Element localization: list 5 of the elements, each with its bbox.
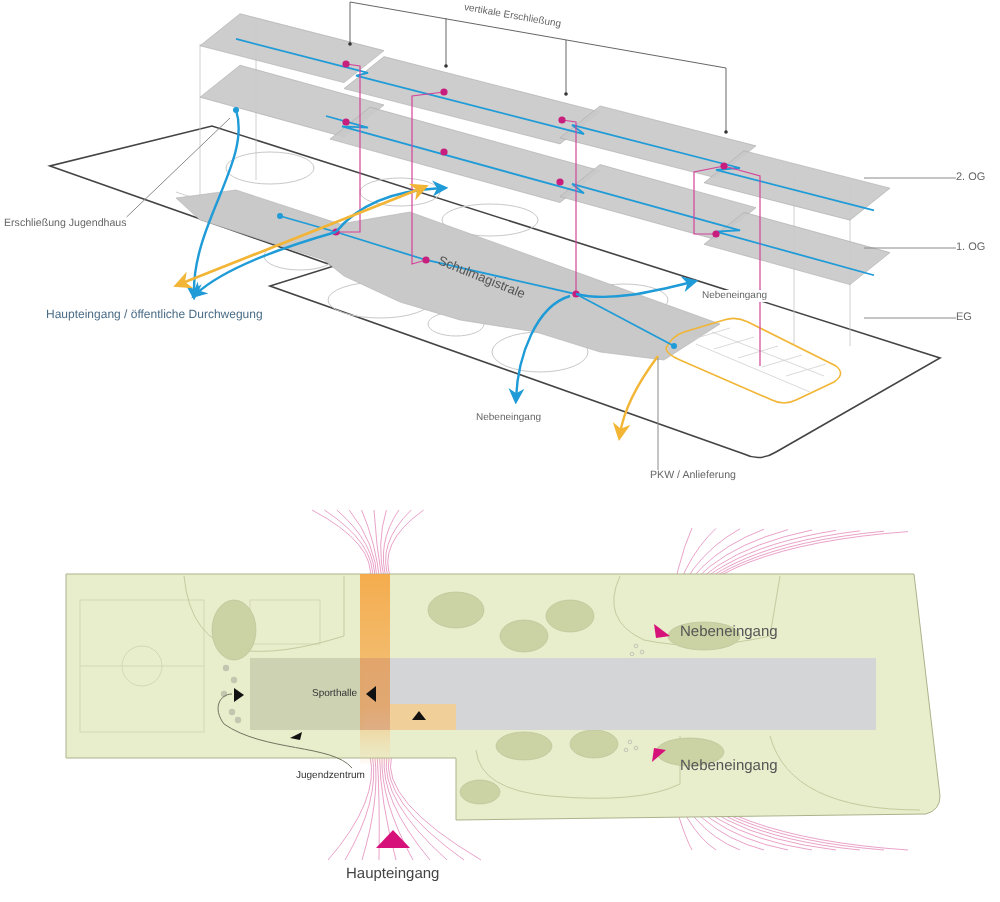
- leader-line: [863, 247, 957, 249]
- leader-line: [657, 357, 659, 471]
- leader-line: [863, 177, 957, 179]
- leader-line: [126, 117, 231, 218]
- leader-line: [863, 317, 957, 319]
